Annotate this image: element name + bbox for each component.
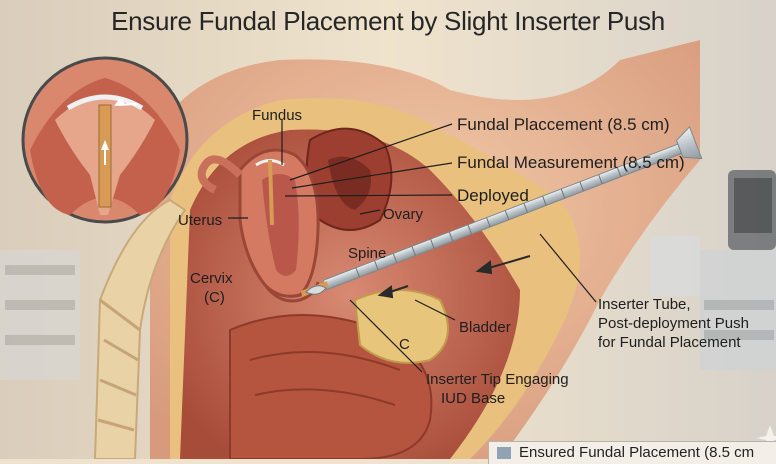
label-spine: Spine bbox=[348, 245, 386, 262]
label-fundus: Fundus bbox=[252, 107, 302, 124]
diagram-title: Ensure Fundal Placement by Slight Insert… bbox=[0, 6, 776, 37]
label-inserter-tube-3: for Fundal Placement bbox=[598, 334, 741, 351]
label-deployed: Deployed bbox=[457, 186, 529, 206]
label-fundal-placement: Fundal Placcement (8.5 cm) bbox=[457, 115, 670, 135]
legend-box: Ensured Fundal Placement (8.5 cm bbox=[488, 441, 776, 464]
legend-swatch bbox=[497, 447, 511, 459]
inset-zoom-circle bbox=[23, 58, 187, 222]
label-inserter-tube-2: Post-deployment Push bbox=[598, 315, 749, 332]
cart-background bbox=[0, 250, 80, 380]
label-tip-1: Inserter Tip Engaging bbox=[426, 371, 569, 388]
label-uterus: Uterus bbox=[178, 212, 222, 229]
label-tip-2: IUD Base bbox=[441, 390, 505, 407]
label-ovary: Ovary bbox=[383, 206, 423, 223]
label-c-marker: C bbox=[399, 336, 410, 353]
label-cervix: Cervix bbox=[190, 270, 233, 287]
label-inserter-tube-1: Inserter Tube, bbox=[598, 296, 691, 313]
label-fundal-measurement: Fundal Measurement (8.5 cm) bbox=[457, 153, 685, 173]
label-cervix-abbr: (C) bbox=[204, 289, 225, 306]
label-bladder: Bladder bbox=[459, 319, 511, 336]
legend-text: Ensured Fundal Placement (8.5 cm bbox=[519, 444, 754, 461]
